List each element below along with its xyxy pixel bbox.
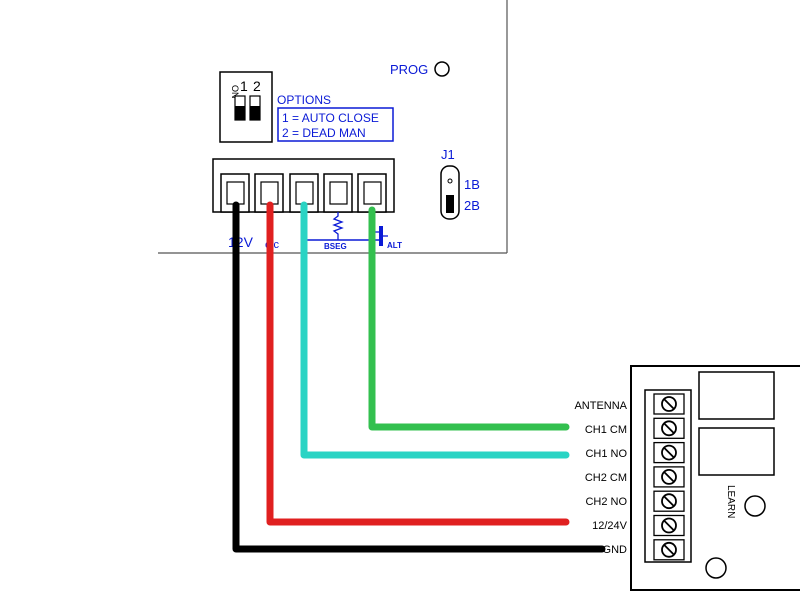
receiver-screw-terminal[interactable] [653, 441, 685, 464]
terminal-markings: 12V c/c BSEG ALT [228, 212, 402, 251]
j1-option-1b: 1B [464, 177, 480, 192]
dip-on-label: ON [230, 85, 240, 99]
controller-board [158, 0, 508, 254]
receiver-screw-terminal[interactable] [653, 417, 685, 439]
receiver-screw-terminal[interactable] [653, 490, 685, 512]
controller-terminal-2[interactable] [254, 173, 284, 213]
prog-label: PROG [390, 62, 428, 77]
j1-jumper[interactable]: J1 1B 2B [440, 147, 480, 220]
receiver-label-ch1-no: CH1 NO [585, 448, 627, 460]
receiver-label-ch1-cm: CH1 CM [585, 424, 627, 436]
wires [232, 201, 606, 553]
gnd-wire [232, 201, 606, 553]
dip-pos1-label: 1 [240, 78, 248, 94]
alt-contact-symbol [379, 226, 383, 246]
prog-button[interactable]: PROG [390, 61, 450, 77]
receiver-terminal-labels: ANTENNA CH1 CM CH1 NO CH2 CM CH2 NO 12/2… [574, 400, 627, 556]
options-line-2: 2 = DEAD MAN [282, 126, 366, 140]
dip-pos2-label: 2 [253, 78, 261, 94]
learn-button[interactable] [744, 495, 766, 517]
j1-option-2b: 2B [464, 198, 480, 213]
options-line-1: 1 = AUTO CLOSE [282, 111, 379, 125]
receiver-screw-terminal[interactable] [653, 393, 685, 415]
receiver-label-gnd: GND [603, 544, 628, 556]
relay-1 [698, 371, 775, 420]
receiver-label-ch2-no: CH2 NO [585, 496, 627, 508]
j1-label: J1 [441, 147, 455, 162]
prog-button-icon[interactable] [434, 61, 450, 77]
controller-terminal-5[interactable] [357, 173, 387, 213]
receiver-led [705, 557, 727, 579]
controller-terminal-4[interactable] [323, 173, 353, 213]
alt-label: ALT [387, 241, 402, 250]
options-legend: OPTIONS 1 = AUTO CLOSE 2 = DEAD MAN [277, 93, 394, 142]
ch1-cm-wire [368, 206, 570, 431]
receiver-screw-terminal[interactable] [653, 514, 685, 537]
receiver-label-12-24v: 12/24V [592, 520, 628, 532]
learn-label: LEARN [725, 485, 736, 518]
ch1-no-wire [300, 201, 570, 459]
options-title: OPTIONS [277, 93, 331, 107]
receiver-label-ch2-cm: CH2 CM [585, 472, 627, 484]
receiver-screw-terminal[interactable] [653, 466, 685, 488]
dip-switch[interactable]: ON 1 2 [219, 71, 273, 143]
receiver-module: LEARN [630, 365, 800, 591]
power-wire [266, 201, 570, 526]
bseg-label: BSEG [324, 242, 347, 251]
resistor-symbol [332, 212, 344, 240]
jumper-shunt[interactable] [446, 195, 454, 213]
relay-2 [698, 427, 775, 476]
receiver-screw-terminal[interactable] [653, 539, 685, 561]
terminal-12v-label: 12V [228, 234, 254, 250]
receiver-label-antenna: ANTENNA [574, 400, 627, 412]
